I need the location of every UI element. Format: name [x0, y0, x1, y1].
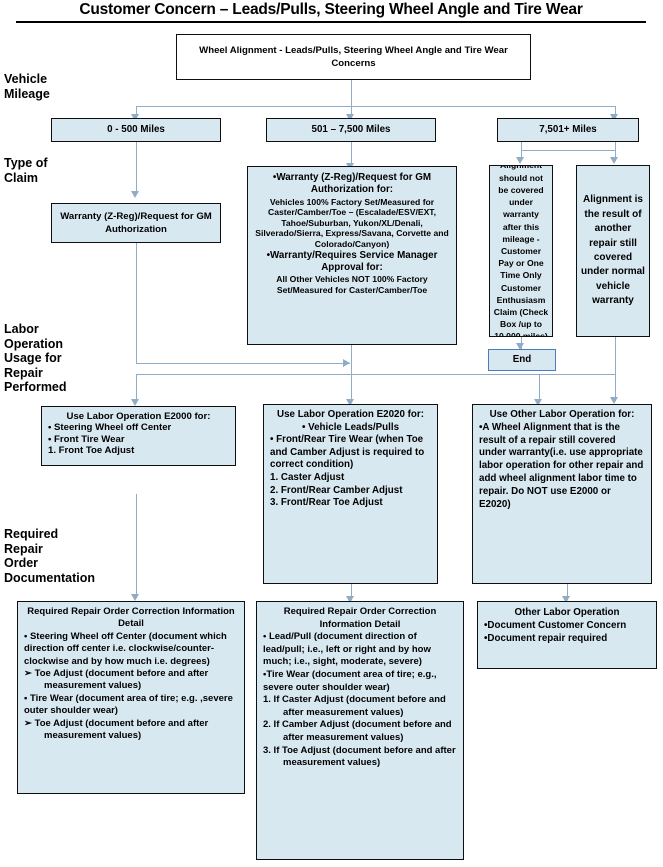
labor-box-e2020[interactable]: Use Labor Operation E2020 for: • Vehicle… [263, 404, 438, 584]
labor-left-item-0: • Steering Wheel off Center [48, 422, 172, 434]
labor-mid-item-0: • Vehicle Leads/Pulls [301, 421, 400, 433]
end-box[interactable]: End [488, 349, 556, 371]
doc-mid-head: Required Repair Order Correction Informa… [283, 606, 437, 630]
doc-mid-item-2: 1. If Caster Adjust (document before and… [263, 694, 446, 718]
mileage-box-0-500[interactable]: 0 - 500 Miles [51, 118, 221, 142]
connector-start-down [351, 80, 352, 106]
doc-mid-item-0: • Lead/Pull (document direction of lead/… [263, 631, 431, 668]
stage-label-labor-operation: Labor Operation Usage for Repair Perform… [4, 322, 67, 394]
arrow-to-claim-alignment-other-repair [610, 157, 618, 164]
doc-mid-item-4: 3. If Toe Adjust (document before and af… [263, 744, 456, 769]
connector-labor-mid-to-doc [351, 584, 352, 600]
labor-right-head: Use Other Labor Operation for: [489, 409, 635, 420]
connector-0-500-down [136, 142, 137, 194]
arrow-to-doc-right [562, 596, 570, 603]
mileage-box-501-7500[interactable]: 501 – 7,500 Miles [266, 118, 436, 142]
connector-mileage-right-drop [615, 106, 616, 118]
arrow-to-end [516, 343, 524, 350]
arrow-to-labor-right-b [610, 397, 618, 404]
claim-box-middle[interactable]: •Warranty (Z-Reg)/Request for GM Authori… [247, 166, 457, 345]
arrow-to-labor-right-a [534, 399, 542, 406]
doc-left-item-0: • Steering Wheel off Center (document wh… [24, 630, 227, 667]
doc-right-item-1: •Document repair required [484, 633, 608, 644]
doc-mid-item-3: 2. If Camber Adjust (document before and… [263, 719, 452, 743]
doc-box-right[interactable]: Other Labor Operation •Document Customer… [477, 601, 657, 669]
labor-left-item-2: 1. Front Toe Adjust [48, 445, 135, 457]
connector-7501-bus [521, 150, 615, 151]
connector-mileage-mid-drop [351, 106, 352, 118]
arrow-to-mileage-501-7500 [346, 114, 354, 121]
arrow-to-claim-left [131, 191, 139, 198]
arrow-to-doc-mid [346, 596, 354, 603]
connector-labor-bus [136, 374, 615, 375]
labor-mid-item-4: 3. Front/Rear Toe Adjust [270, 497, 383, 509]
doc-box-middle[interactable]: Required Repair Order Correction Informa… [256, 601, 464, 860]
mileage-box-7501-plus[interactable]: 7,501+ Miles [497, 118, 639, 142]
claim-mid-bullet1-detail: Vehicles 100% Factory Set/Measured for C… [255, 196, 449, 249]
connector-labor-left-drop [136, 374, 137, 402]
connector-501-down [351, 142, 352, 166]
arrow-to-labor-mid [346, 399, 354, 406]
connector-labor-right-drop [539, 374, 540, 402]
start-box: Wheel Alignment - Leads/Pulls, Steering … [176, 34, 531, 80]
arrow-right-to-e2020-bus [343, 359, 350, 367]
labor-mid-item-1: • Front/Rear Tire Wear (when Toe and Cam… [270, 434, 425, 471]
doc-mid-item-1: •Tire Wear (document area of tire; e.g.,… [263, 668, 437, 693]
labor-left-item-1: • Front Tire Wear [48, 433, 125, 445]
connector-mileage-bus [136, 106, 615, 107]
labor-left-head: Use Labor Operation E2000 for: [66, 411, 211, 422]
arrow-to-labor-left [131, 399, 139, 406]
connector-claim-left-down [136, 243, 137, 363]
arrow-to-doc-left [131, 594, 139, 601]
claim-mid-bullet2-detail: All Other Vehicles NOT 100% Factory Set/… [276, 274, 428, 295]
connector-labor-left-to-doc [136, 494, 137, 598]
doc-left-item-1: ➢ Toe Adjust (document before and after … [24, 668, 209, 692]
stage-label-vehicle-mileage: Vehicle Mileage [4, 72, 50, 101]
labor-box-e2000[interactable]: Use Labor Operation E2000 for: • Steerin… [41, 406, 236, 466]
page-title: Customer Concern – Leads/Pulls, Steering… [16, 1, 646, 23]
doc-box-left[interactable]: Required Repair Order Correction Informa… [17, 601, 245, 794]
connector-7501-right-drop [615, 142, 616, 160]
labor-mid-item-2: 1. Caster Adjust [270, 471, 345, 483]
doc-right-head: Other Labor Operation [514, 607, 620, 618]
doc-left-item-3: ➢ Toe Adjust (document before and after … [24, 717, 209, 742]
claim-box-alignment-other-repair[interactable]: Alignment is the result of another repai… [576, 165, 650, 337]
stage-label-required-documentation: Required Repair Order Documentation [4, 527, 95, 585]
labor-right-item-0: •A Wheel Alignment that is the result of… [479, 421, 644, 510]
connector-labor-right-to-doc [567, 584, 568, 600]
claim-box-warranty-zreg[interactable]: Warranty (Z-Reg)/Request for GM Authoriz… [51, 203, 221, 243]
connector-7501-left-drop [521, 142, 522, 160]
claim-mid-bullet2: •Warranty/Requires Service Manager Appro… [266, 249, 438, 273]
connector-mileage-left-drop [136, 106, 137, 118]
labor-mid-head: Use Labor Operation E2020 for: [277, 409, 424, 420]
arrow-to-mileage-7501 [610, 114, 618, 121]
doc-right-item-0: •Document Customer Concern [484, 620, 627, 631]
labor-mid-item-3: 2. Front/Rear Camber Adjust [270, 484, 403, 496]
connector-claim-left-to-e2020 [136, 363, 350, 364]
claim-box-alignment-not-covered[interactable]: Alignment should not be covered under wa… [489, 165, 553, 337]
connector-alignment-other-down [615, 337, 616, 401]
doc-left-item-2: • Tire Wear (document area of tire; e.g.… [24, 692, 233, 717]
doc-left-head: Required Repair Order Correction Informa… [27, 606, 235, 630]
labor-box-other[interactable]: Use Other Labor Operation for: •A Wheel … [472, 404, 652, 584]
stage-label-type-of-claim: Type of Claim [4, 156, 48, 185]
claim-mid-bullet1: •Warranty (Z-Reg)/Request for GM Authori… [272, 172, 432, 196]
arrow-to-claim-alignment-notcovered [516, 157, 524, 164]
arrow-to-mileage-0-500 [131, 114, 139, 121]
